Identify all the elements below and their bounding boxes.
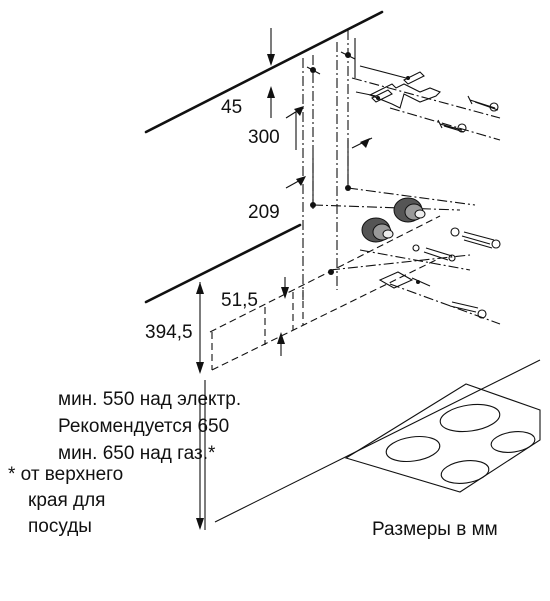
lower-bracket: [328, 269, 501, 325]
upper-screws: [389, 95, 501, 141]
dim-label-394-5: 394,5: [145, 322, 193, 343]
note-line-1: мин. 550 над электр.: [58, 389, 241, 410]
ceiling-arrow: [267, 28, 275, 66]
note-line-2: Рекомендуется 650: [58, 416, 229, 437]
top-drill-marks: [306, 51, 356, 75]
dim-45-arrow: [267, 86, 275, 118]
cooktop-distance-arrow: [196, 400, 204, 530]
footnote-line-1: * от верхнего: [8, 464, 123, 485]
mid-drill-marks: [295, 112, 373, 208]
cooktop: [214, 359, 541, 523]
dim-51-5-arrows: [277, 277, 289, 356]
dim-label-45: 45: [221, 97, 242, 118]
dim-300-arrow: [285, 106, 304, 119]
dim-label-300: 300: [248, 127, 280, 148]
dim-394-5-arrow: [196, 282, 204, 374]
dim-209-arrow: [285, 176, 306, 189]
mid-screws: [412, 227, 501, 262]
worktop-edge: [144, 223, 302, 530]
footnote-line-2: края для: [28, 490, 105, 511]
vertical-guides: [302, 30, 501, 300]
dim-label-209: 209: [248, 202, 280, 223]
middle-guides: [312, 187, 476, 271]
footnote-line-3: посуды: [28, 516, 92, 537]
hood-outline: [209, 215, 441, 371]
ceiling-edge: [144, 10, 384, 134]
note-line-3: мин. 650 над газ.*: [58, 443, 216, 464]
round-fixings: [361, 197, 426, 243]
dim-label-51-5: 51,5: [221, 290, 258, 311]
upper-bracket: [355, 65, 441, 109]
units-label: Размеры в мм: [372, 519, 498, 540]
